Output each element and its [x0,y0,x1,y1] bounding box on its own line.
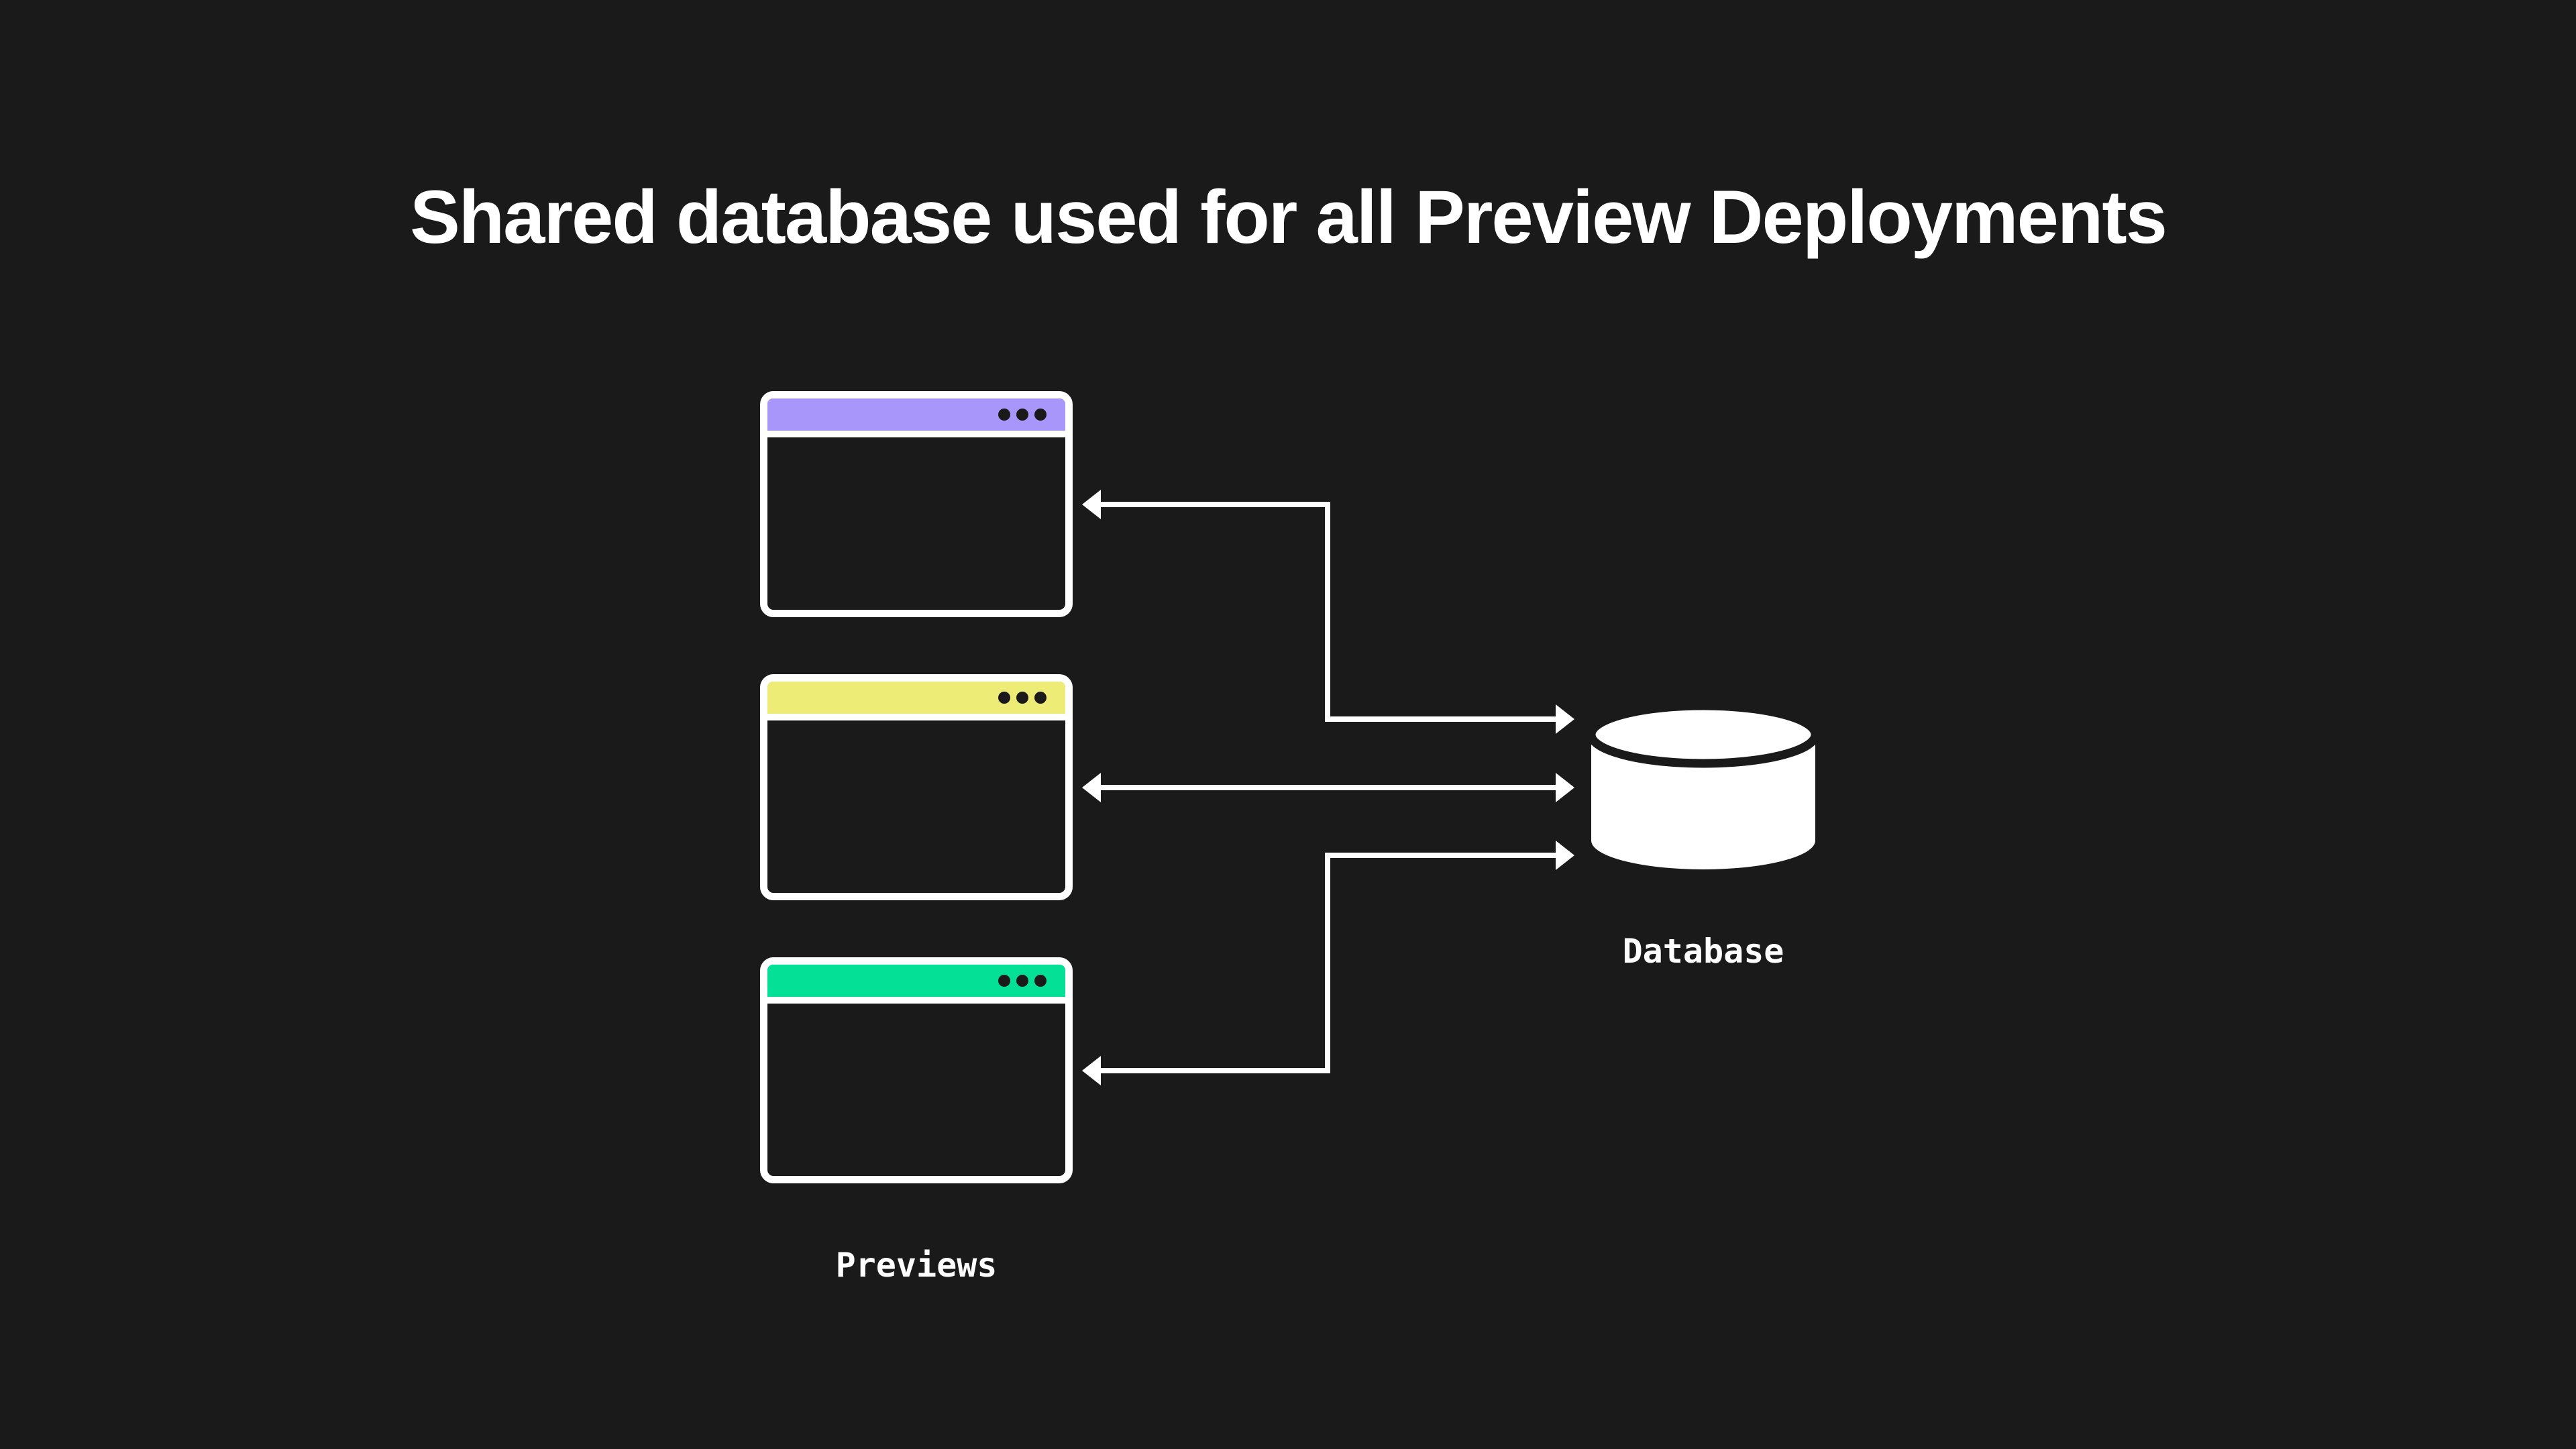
page-title: Shared database used for all Preview Dep… [410,175,2167,259]
arrow-window1-database [1082,490,1574,734]
arrowhead-right-icon [1556,841,1574,870]
arrowhead-left-icon [1082,490,1101,519]
arrowhead-right-icon [1556,773,1574,802]
preview-window-2-titlebar [767,682,1065,720]
preview-window-3 [760,957,1073,1183]
arrow-elbow-line [1099,853,1558,1073]
window-dot-icon [1034,975,1046,987]
window-dots-icon [998,692,1046,704]
arrow-window2-database [1082,773,1574,802]
preview-window-1 [760,391,1073,617]
database-icon [1587,701,1820,869]
preview-window-3-titlebar [767,965,1065,1004]
window-dot-icon [998,409,1010,421]
preview-window-1-titlebar [767,398,1065,437]
window-dots-icon [998,975,1046,987]
database-lid [1587,701,1820,768]
window-dots-icon [998,409,1046,421]
database-body [1591,735,1815,869]
window-dot-icon [1016,975,1028,987]
previews-label: Previews [835,1246,998,1285]
arrowhead-right-icon [1556,704,1574,734]
arrow-window3-database [1082,841,1574,1085]
window-dot-icon [1016,409,1028,421]
database-label: Database [1622,932,1784,971]
window-dot-icon [1034,409,1046,421]
window-dot-icon [998,692,1010,704]
window-dot-icon [1034,692,1046,704]
preview-window-2 [760,674,1073,900]
arrow-elbow-line [1099,502,1558,722]
window-dot-icon [998,975,1010,987]
window-dot-icon [1016,692,1028,704]
arrowhead-left-icon [1082,773,1101,802]
arrowhead-left-icon [1082,1056,1101,1085]
